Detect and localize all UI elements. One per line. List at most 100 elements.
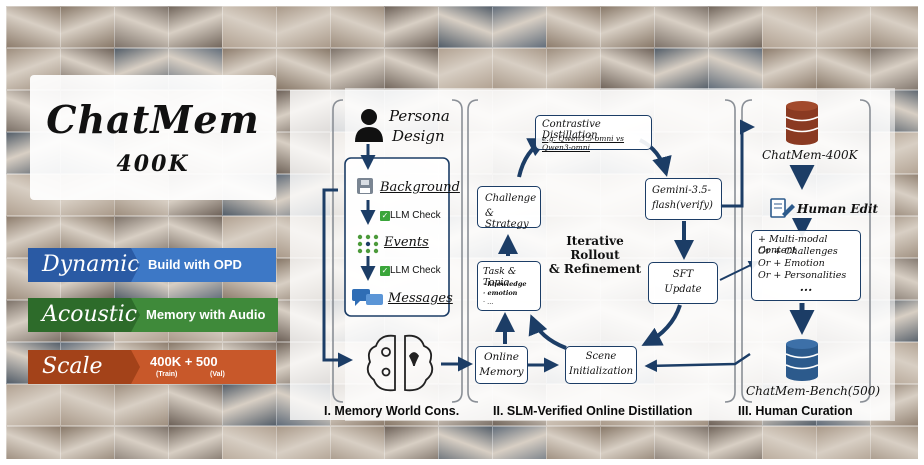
events-icon (357, 235, 379, 255)
contrastive-box: Contrastive Distillation e.g. Qwen3.5-om… (535, 115, 652, 152)
online-label-b: Memory (479, 366, 524, 378)
option-challenges: Or + Challenges (758, 246, 838, 257)
photo-tile (168, 426, 224, 459)
stage3-bracket-left (741, 99, 753, 403)
logo-title: ChatMem (46, 97, 260, 142)
photo-tile (6, 384, 62, 426)
database-blue-icon (786, 339, 818, 381)
arrow-gemini-db (720, 119, 755, 208)
photo-tile (438, 48, 494, 90)
task-topic-label: Task & Topic (483, 266, 517, 288)
stage2-bracket-right (724, 99, 736, 403)
llm-check-1: ✓LLM Check (380, 210, 441, 221)
stage1-caption: I. Memory World Cons. (324, 404, 460, 418)
arrow-scene-task (528, 314, 567, 350)
photo-tile (60, 384, 116, 426)
persona-label-a: Persona (389, 107, 450, 125)
task-topic-box: Task & Topic · knowledge · emotion · ... (477, 261, 541, 311)
photo-tile (114, 426, 170, 459)
photo-tile (330, 48, 386, 90)
photo-tile (492, 48, 548, 90)
stage3-caption: III. Human Curation (738, 404, 853, 418)
banner-dynamic: Dynamic Build with OPD (28, 248, 276, 282)
llm-check-2: ✓LLM Check (380, 265, 441, 276)
photo-tile (222, 6, 278, 48)
logo-card: ChatMem 400K (30, 75, 276, 200)
stage2-bracket-left (467, 99, 479, 403)
llm-check-1-label: LLM Check (390, 210, 441, 221)
photo-tile (546, 6, 602, 48)
database-icon (786, 101, 818, 145)
persona-body-shape (355, 127, 383, 142)
photo-tile (600, 48, 656, 90)
task-item-emotion: · emotion (483, 289, 518, 297)
photo-tile (600, 6, 656, 48)
db1-label: ChatMem-400K (762, 148, 858, 162)
stage1-bracket-right (451, 99, 463, 403)
db-brown-shape (785, 101, 819, 145)
photo-tile (384, 426, 440, 459)
photo-tile (384, 48, 440, 90)
db2-label: ChatMem-Bench(500) (746, 384, 881, 398)
stage3-bracket-right (859, 99, 871, 403)
events-label: Events (384, 235, 429, 250)
photo-tile (708, 426, 764, 459)
contrastive-label: Contrastive Distillation (542, 119, 601, 141)
brain-icon (366, 334, 436, 392)
online-memory-box: Online Memory (475, 346, 528, 384)
photo-tile (330, 6, 386, 48)
photo-tile (438, 6, 494, 48)
check-icon: ✓ (380, 266, 390, 276)
photo-tile (114, 6, 170, 48)
photo-tile (816, 6, 872, 48)
arrow-bench-scene (644, 352, 751, 373)
banner-scale-tag: Scale (28, 350, 140, 384)
banner-scale-val: (Val) (210, 371, 225, 378)
photo-tile (276, 48, 332, 90)
floppy-icon (357, 178, 373, 194)
photo-tile (654, 426, 710, 459)
photo-tile (276, 6, 332, 48)
challenge-label-b: & Strategy (485, 208, 529, 230)
photo-tile (708, 48, 764, 90)
human-edit-label: Human Edit (797, 202, 879, 216)
persona-head-shape (361, 109, 377, 125)
iterative-line-b: & Refinement (548, 262, 642, 276)
chat-bubble-shape (352, 289, 370, 301)
sft-label-a: SFT (672, 269, 694, 280)
iterative-title: Iterative Rollout & Refinement (540, 234, 650, 276)
photo-tile (600, 426, 656, 459)
photo-tile (438, 426, 494, 459)
photo-tile (6, 426, 62, 459)
stage2-caption: II. SLM-Verified Online Distillation (493, 404, 693, 418)
photo-tile (60, 6, 116, 48)
challenge-label-a: Challenge (485, 193, 537, 204)
scene-box: Scene Initialization (565, 346, 637, 384)
chat-icon (352, 289, 383, 306)
photo-tile (762, 426, 818, 459)
photo-tile (816, 48, 872, 90)
brain-shape (366, 334, 434, 392)
arrow-to-brain (322, 188, 353, 368)
photo-tile (870, 426, 918, 459)
option-multimodal: + Multi-modal Content (758, 234, 828, 256)
banner-acoustic: Acoustic Memory with Audio (28, 298, 278, 332)
online-label-a: Online (483, 351, 520, 363)
photo-tile (816, 426, 872, 459)
contrastive-example: e.g. Qwen3.5-omni vs Qwen3-omni (542, 134, 625, 152)
photo-tile (276, 426, 332, 459)
banner-acoustic-tag: Acoustic (28, 298, 140, 332)
person-icon (366, 110, 367, 111)
gemini-box: Gemini-3.5- flash(verify) (645, 178, 722, 220)
banner-scale: Scale 400K + 500 (Train) (Val) (28, 350, 276, 384)
photo-tile (870, 48, 918, 90)
logo-subtitle: 400K (116, 151, 190, 177)
events-dots-shape (357, 234, 379, 254)
task-item-knowledge: · knowledge (483, 280, 527, 288)
photo-tile (870, 6, 918, 48)
banner-scale-text: 400K + 500 (150, 354, 218, 369)
photo-tile (330, 426, 386, 459)
banner-dynamic-tag: Dynamic (28, 248, 140, 282)
db-blue-shape (785, 339, 819, 381)
iterative-line-a: Iterative Rollout (566, 234, 624, 262)
